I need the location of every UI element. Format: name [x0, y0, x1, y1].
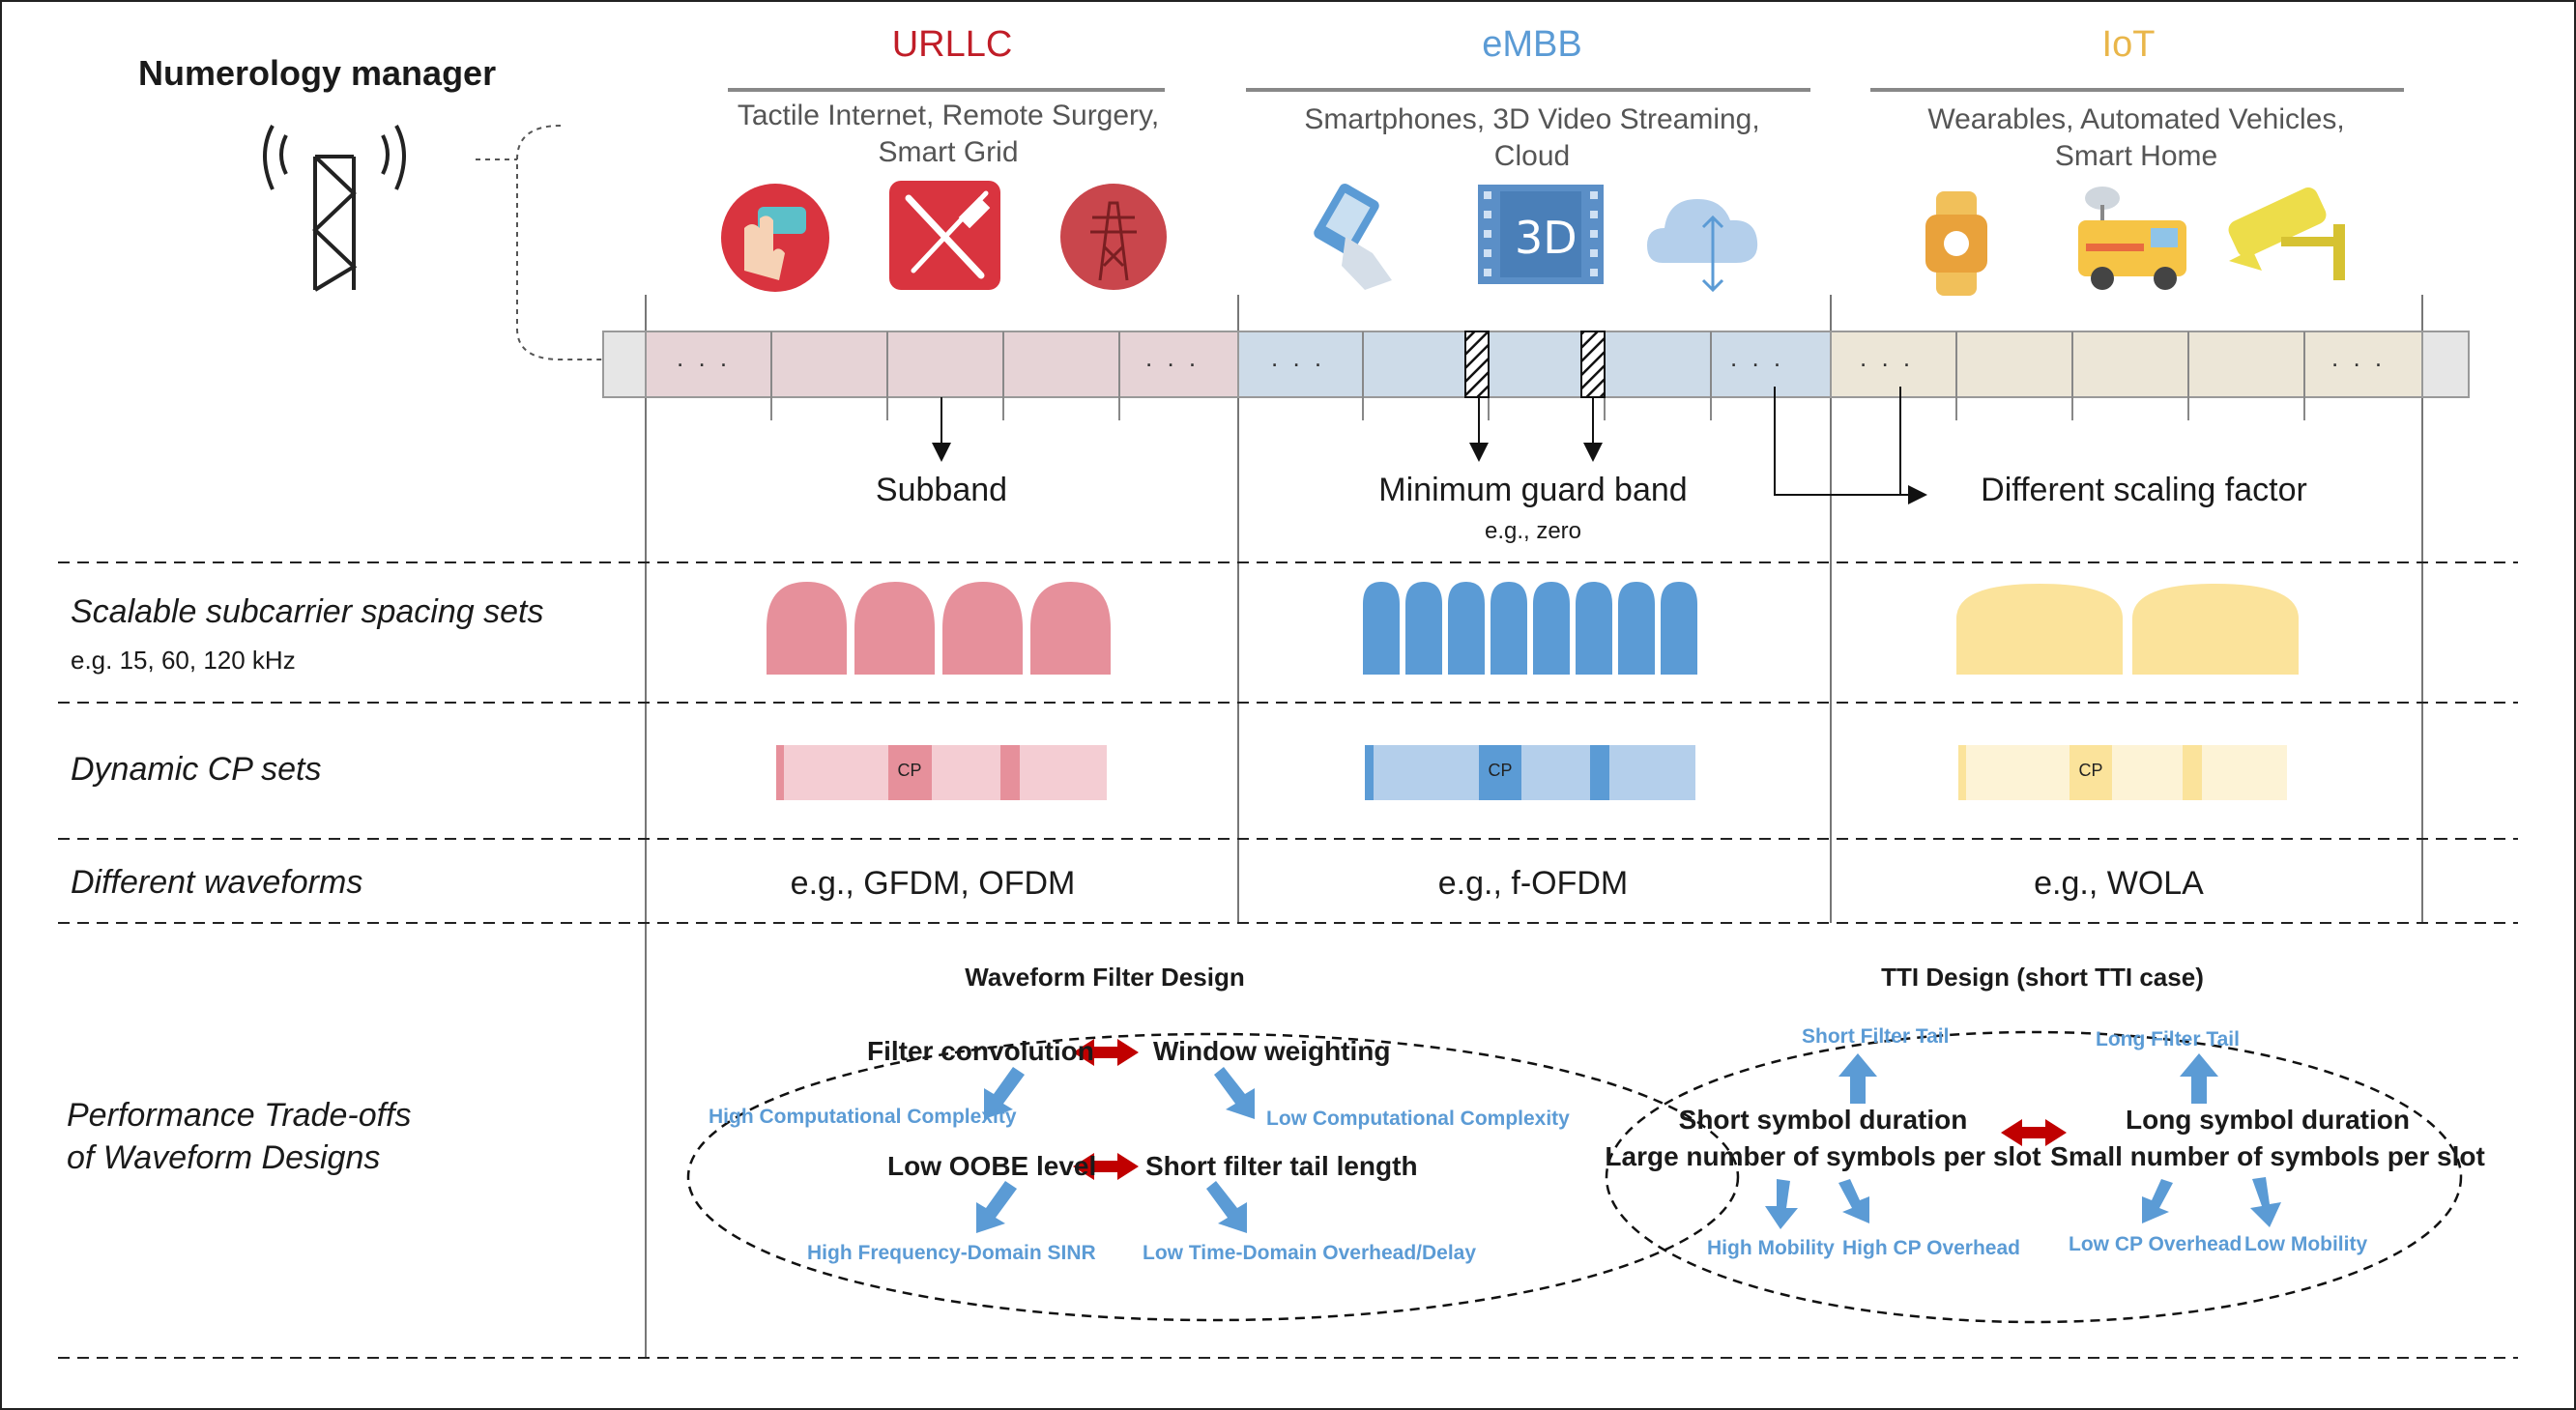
high-sinr-note: High Frequency-Domain SINR — [807, 1242, 1096, 1264]
band-dots-6: . . . — [2331, 343, 2387, 372]
filter-convolution-label: Filter convolution — [867, 1036, 1094, 1066]
surgery-tools-icon — [889, 181, 1000, 290]
urllc-waveform-value: e.g., GFDM, OFDM — [790, 865, 1076, 902]
high-cp-overhead-note: High CP Overhead — [1842, 1237, 2020, 1259]
blue-arrow-9 — [2142, 1179, 2173, 1223]
embb-use-cases-line2: Cloud — [1493, 140, 1571, 172]
blue-arrow-8 — [1838, 1179, 1869, 1223]
blue-arrow-6 — [2180, 1053, 2218, 1104]
tradeoffs-row-label-line2: of Waveform Designs — [67, 1139, 381, 1176]
urllc-cp-bar — [776, 745, 1107, 800]
security-camera-icon — [2228, 187, 2345, 280]
low-computational-complexity-note: Low Computational Complexity — [1266, 1108, 1570, 1130]
band-dots-2: . . . — [1145, 343, 1201, 372]
embb-cp-bar — [1365, 745, 1695, 800]
large-symbols-label: Large number of symbols per slot — [1605, 1141, 2041, 1171]
scaling-factor-label: Different scaling factor — [1981, 472, 2307, 508]
high-mobility-note: High Mobility — [1707, 1237, 1835, 1259]
iot-use-cases-line2: Smart Home — [2054, 140, 2218, 172]
embb-subcarriers — [1363, 582, 1697, 675]
red-double-arrow-1 — [1073, 1039, 1139, 1066]
band-dots-1: . . . — [677, 343, 732, 372]
waveforms-row-label: Different waveforms — [71, 864, 363, 901]
cloud-icon — [1647, 199, 1758, 293]
short-filter-tail-note: Short Filter Tail — [1802, 1025, 1950, 1048]
red-double-arrow-2 — [1073, 1153, 1139, 1180]
embb-header: eMBB — [1482, 24, 1582, 65]
blue-arrow-7 — [1765, 1179, 1798, 1229]
iot-subcarriers — [1956, 584, 2299, 675]
embb-waveform-value: e.g., f-OFDM — [1437, 865, 1629, 902]
long-filter-tail-note: Long Filter Tail — [2096, 1028, 2240, 1050]
frequency-band — [602, 331, 2470, 420]
urllc-cp-label: CP — [897, 761, 922, 780]
urllc-use-cases-line2: Smart Grid — [878, 136, 1019, 168]
blue-arrow-10 — [2250, 1177, 2281, 1227]
power-tower-icon — [1060, 184, 1167, 290]
iot-use-cases-line1: Wearables, Automated Vehicles, — [1927, 103, 2345, 135]
subband-label: Subband — [875, 472, 1008, 508]
tactile-hand-icon — [721, 184, 829, 292]
embb-use-cases-line1: Smartphones, 3D Video Streaming, — [1304, 103, 1760, 135]
page-title: Numerology manager — [138, 53, 497, 93]
low-cp-overhead-note: Low CP Overhead — [2069, 1233, 2243, 1255]
smartphone-icon — [1314, 183, 1392, 290]
low-oobe-label: Low OOBE level — [887, 1151, 1097, 1181]
short-symbol-duration-label: Short symbol duration — [1678, 1105, 1968, 1135]
3d-icon-text: 3D — [1515, 212, 1577, 264]
subcarrier-row-note: e.g. 15, 60, 120 kHz — [71, 646, 296, 675]
band-dots-3: . . . — [1271, 343, 1326, 372]
guard-band-2 — [1580, 331, 1606, 398]
blue-arrow-3 — [976, 1181, 1017, 1233]
guard-band-1 — [1464, 331, 1490, 398]
embb-cp-label: CP — [1488, 761, 1513, 780]
blue-arrow-4 — [1206, 1181, 1247, 1233]
min-guard-band-label: Minimum guard band — [1378, 472, 1688, 508]
small-symbols-label: Small number of symbols per slot — [2050, 1141, 2485, 1171]
manager-brace — [476, 125, 604, 360]
waveform-design-title: Waveform Filter Design — [965, 963, 1245, 992]
urllc-use-cases-line1: Tactile Internet, Remote Surgery, — [737, 100, 1160, 131]
iot-cp-bar — [1958, 745, 2287, 800]
low-mobility-note: Low Mobility — [2244, 1233, 2368, 1255]
waveform-ellipse — [686, 1032, 1740, 1322]
smartwatch-icon — [1925, 191, 1987, 296]
subcarrier-row-label: Scalable subcarrier spacing sets — [71, 593, 544, 630]
high-computational-complexity-note: High Computational Complexity — [709, 1106, 1017, 1128]
urllc-header: URLLC — [891, 24, 1013, 65]
band-dots-5: . . . — [1860, 343, 1915, 372]
antenna-tower-icon — [263, 125, 406, 292]
red-double-arrow-3 — [2001, 1119, 2067, 1146]
tti-ellipse — [1605, 1030, 2463, 1324]
cp-row-label: Dynamic CP sets — [71, 751, 322, 788]
iot-waveform-value: e.g., WOLA — [2034, 865, 2204, 902]
long-symbol-duration-label: Long symbol duration — [2126, 1105, 2410, 1135]
blue-arrow-5 — [1838, 1053, 1877, 1104]
tradeoffs-row-label-line1: Performance Trade-offs — [67, 1097, 412, 1134]
blue-arrow-1 — [984, 1067, 1025, 1119]
window-weighting-label: Window weighting — [1153, 1036, 1391, 1066]
low-overhead-note: Low Time-Domain Overhead/Delay — [1143, 1242, 1477, 1264]
band-dots-4: . . . — [1730, 343, 1785, 372]
iot-header: IoT — [2101, 24, 2156, 65]
blue-arrow-2 — [1214, 1067, 1255, 1119]
short-filter-tail-label: Short filter tail length — [1145, 1151, 1418, 1181]
tti-design-title: TTI Design (short TTI case) — [1881, 963, 2204, 992]
3d-film-icon — [1478, 185, 1604, 284]
satellite-van-icon — [2078, 187, 2186, 290]
min-guard-band-note: e.g., zero — [1484, 518, 1582, 544]
urllc-subcarriers — [767, 582, 1111, 675]
iot-cp-label: CP — [2078, 761, 2103, 780]
